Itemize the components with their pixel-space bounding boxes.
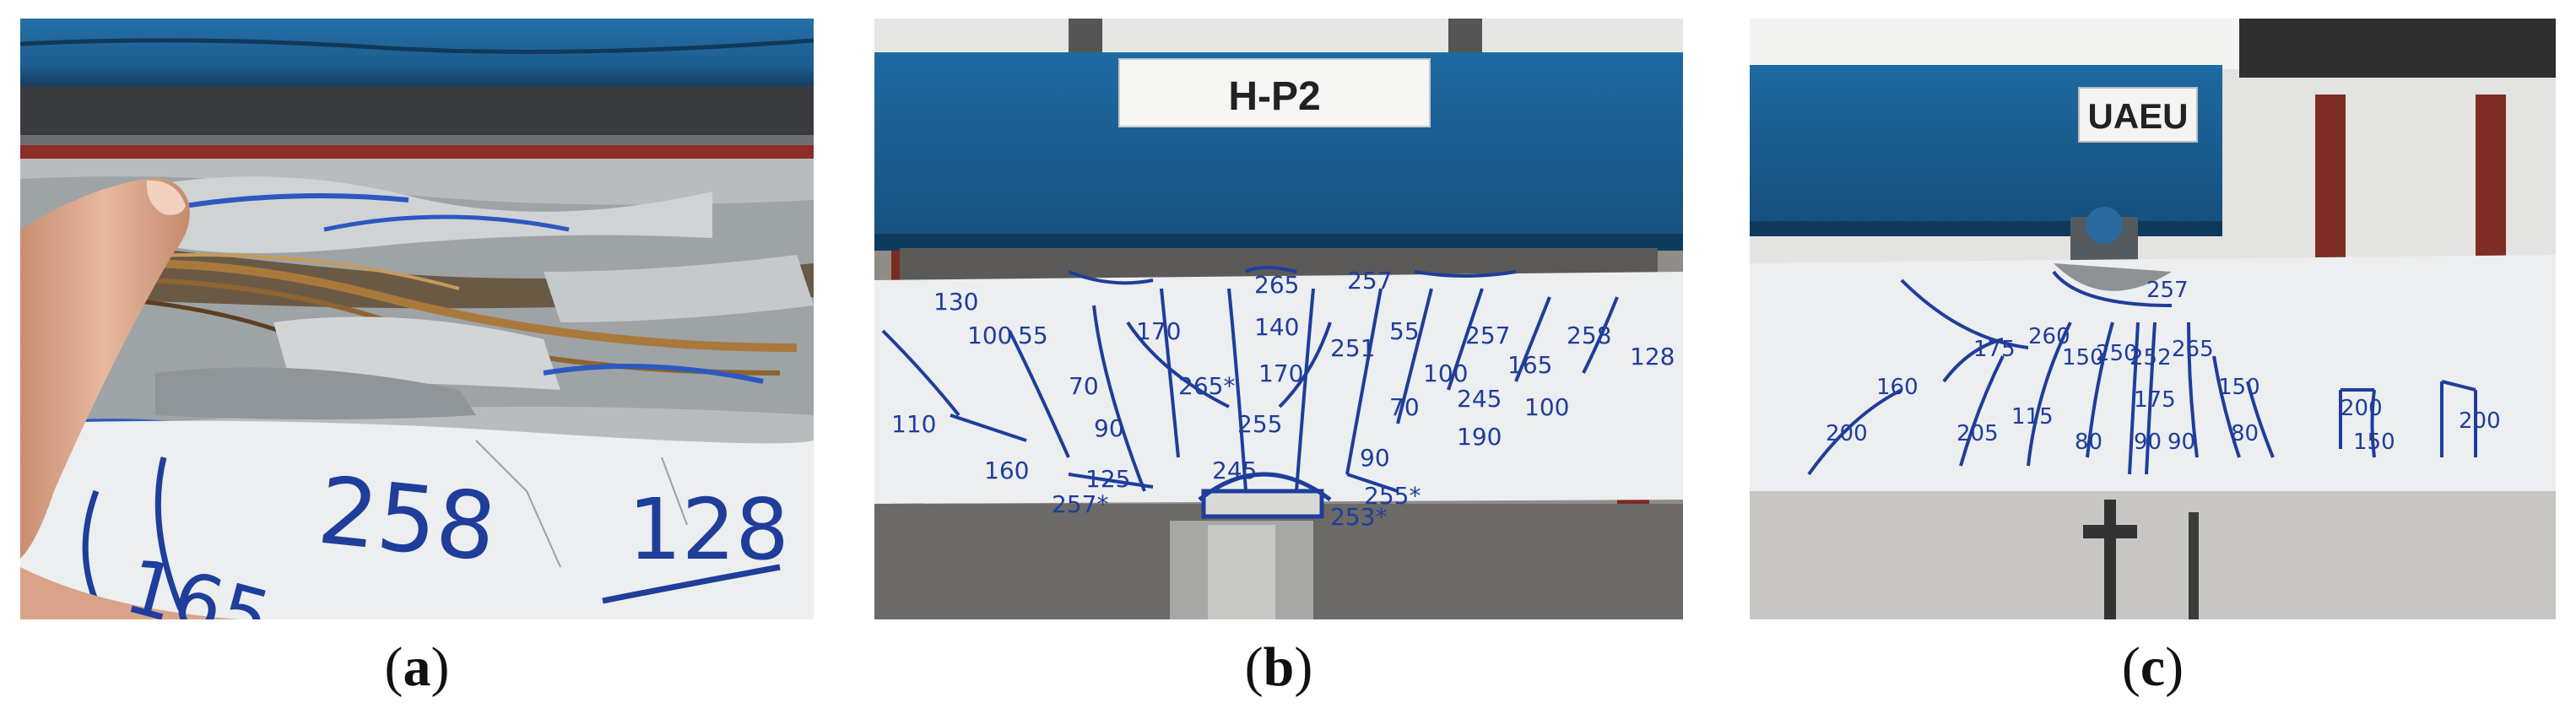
crack-label-b-21: 100 — [1524, 393, 1569, 421]
crack-label-b-20: 245 — [1457, 385, 1502, 413]
photo-panel-b: H-P2 — [874, 19, 1683, 619]
crack-label-c-9: 265 — [2172, 337, 2214, 362]
caption-letter-b: b — [1263, 636, 1295, 698]
crack-label-c-10: 115 — [2011, 404, 2054, 430]
crack-label-b-26: 125 — [1085, 465, 1130, 493]
crack-label-c-12: 150 — [2218, 375, 2260, 400]
crack-label-c-17: 80 — [2231, 421, 2259, 446]
crack-label-c-19: 150 — [2353, 430, 2395, 455]
crack-label-b-18: 265* — [1178, 372, 1235, 400]
crack-label-c-5: 250 — [2096, 341, 2138, 366]
caption-c: (c) — [2121, 636, 2184, 698]
crack-label-b-15: 110 — [891, 410, 936, 438]
crack-label-128: 128 — [628, 480, 789, 579]
specimen-label-uaeu: UAEU — [2087, 96, 2188, 136]
crack-label-b-31: 253* — [1330, 503, 1387, 531]
crack-label-b-1: 265 — [1254, 271, 1299, 299]
crack-label-c-8: 200 — [1826, 421, 1868, 446]
crack-label-b-13: 100 — [1423, 360, 1468, 387]
crack-label-c-4: 150 — [2062, 345, 2104, 370]
crack-label-b-29: 257* — [1052, 490, 1108, 518]
photo-panel-c: UAEU — [1750, 19, 2556, 619]
crack-label-b-5: 100 — [967, 322, 1012, 349]
crack-label-b-11: 258 — [1567, 322, 1611, 349]
crack-label-c-18: 200 — [2341, 396, 2383, 421]
crack-label-b-7: 140 — [1254, 313, 1299, 341]
crack-label-b-24: 190 — [1457, 423, 1502, 451]
photo-panel-a: 258 128 165 — [20, 19, 814, 619]
crack-label-b-8: 251 — [1330, 334, 1375, 362]
crack-label-b-12: 128 — [1630, 343, 1675, 370]
crack-label-c-14: 80 — [2075, 430, 2102, 455]
crack-label-b-10: 257 — [1465, 322, 1510, 349]
crack-label-c-16: 90 — [2167, 430, 2195, 455]
crack-label-b-22: 90 — [1094, 414, 1124, 442]
crack-label-b-6: 170 — [1136, 317, 1181, 345]
crack-label-c-13: 205 — [1956, 421, 1999, 446]
crack-label-b-17: 170 — [1258, 360, 1303, 387]
photo-specimen-h-p2: H-P2 — [874, 19, 1683, 619]
crack-label-b-19: 70 — [1389, 393, 1420, 421]
crack-label-b-23: 255 — [1237, 410, 1282, 438]
crack-label-b-30: 255* — [1364, 482, 1421, 510]
specimen-label-h-p2: H-P2 — [1228, 74, 1320, 119]
crack-label-b-9: 55 — [1389, 317, 1420, 345]
crack-label-b-27: 245 — [1212, 457, 1257, 484]
crack-label-c-3: 260 — [2028, 324, 2070, 349]
crack-label-b-2: 257 — [1347, 267, 1392, 295]
photo-specimen-uaeu: UAEU — [1750, 19, 2556, 619]
crack-label-b-3: 130 — [934, 288, 978, 316]
caption-b: (b) — [1244, 636, 1313, 698]
crack-label-c-6: 252 — [2130, 345, 2172, 370]
crack-label-b-28: 90 — [1360, 444, 1390, 472]
crack-label-b-14: 165 — [1507, 351, 1552, 379]
caption-a: (a) — [384, 636, 450, 698]
crack-label-c-2: 175 — [1973, 337, 2016, 362]
crack-label-c-1: 257 — [2146, 278, 2189, 303]
crack-label-258: 258 — [313, 457, 501, 582]
crack-label-b-4: 55 — [1018, 322, 1048, 349]
crack-label-b-25: 160 — [984, 457, 1029, 484]
crack-label-c-7: 160 — [1876, 375, 1918, 400]
caption-letter-c: c — [2140, 636, 2166, 698]
specimen-label-card — [1118, 58, 1431, 127]
photo-crushed-zone: 258 128 165 — [20, 19, 814, 619]
crack-label-b-16: 70 — [1069, 372, 1099, 400]
crack-label-c-20: 200 — [2459, 408, 2501, 434]
crack-label-c-11: 175 — [2134, 387, 2176, 413]
specimen-label-card — [2078, 87, 2198, 143]
caption-letter-a: a — [403, 636, 431, 698]
crack-label-c-15: 90 — [2134, 430, 2162, 455]
